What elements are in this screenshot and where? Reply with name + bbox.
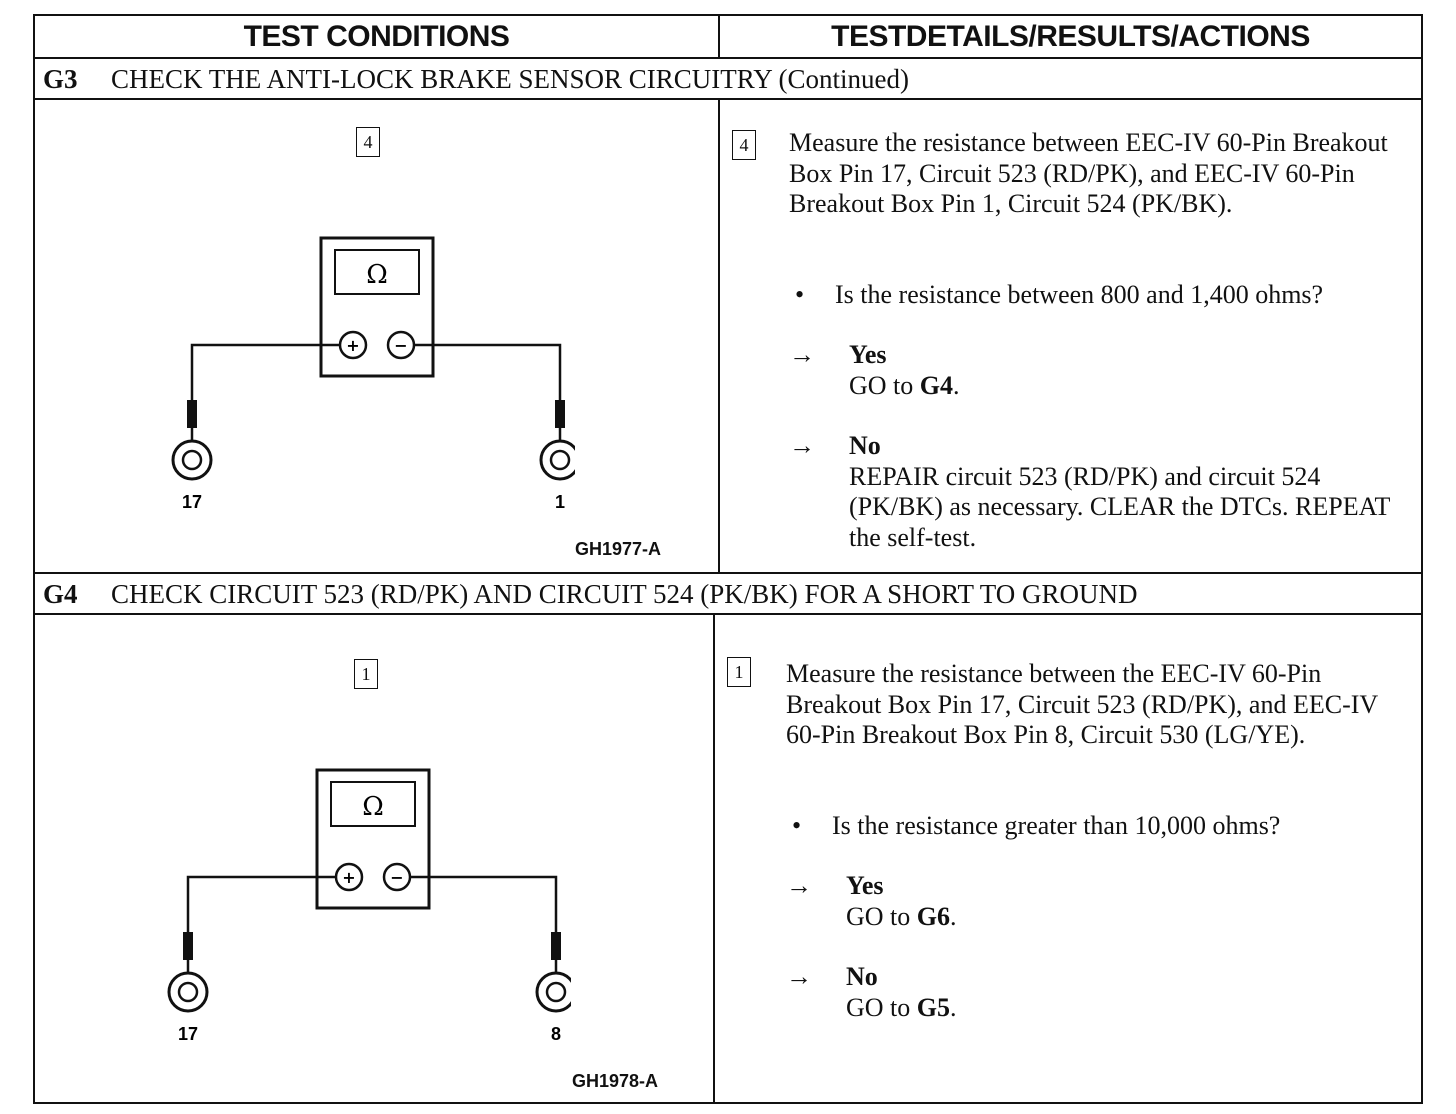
bullet: • — [795, 280, 805, 309]
ohm-symbol: Ω — [362, 792, 384, 822]
left-probe — [183, 932, 193, 960]
question-row: • Is the resistance greater than 10,000 … — [786, 811, 1280, 842]
step-instruction: Measure the resistance between EEC-IV 60… — [789, 128, 1388, 218]
outcome-action: GO to G4. — [849, 370, 960, 400]
plus-symbol: + — [346, 336, 359, 355]
right-probe — [555, 400, 565, 428]
outcome-yes: → Yes GO to G6. — [786, 871, 1406, 932]
question-text: Is the resistance greater than 10,000 oh… — [832, 811, 1281, 840]
section-title: CHECK THE ANTI-LOCK BRAKE SENSOR CIRCUIT… — [111, 63, 910, 94]
outcome-label: No — [849, 431, 881, 460]
outcome-label: Yes — [846, 871, 884, 900]
section-header-g4: G4 CHECK CIRCUIT 523 (RD/PK) AND CIRCUIT… — [35, 574, 1421, 614]
step-number-box: 1 — [354, 659, 378, 689]
ohmmeter-diagram: Ω + − 17 8 — [167, 768, 571, 1044]
outcome-action: REPAIR circuit 523 (RD/PK) and circuit 5… — [849, 461, 1390, 552]
outcome-label: Yes — [849, 340, 887, 369]
section-header-g3: G3 CHECK THE ANTI-LOCK BRAKE SENSOR CIRC… — [35, 59, 1421, 99]
right-probe — [551, 932, 561, 960]
outcome-no: → No GO to G5. — [786, 962, 1406, 1023]
divider — [718, 16, 720, 58]
question-row: • Is the resistance between 800 and 1,40… — [789, 280, 1323, 311]
ohmmeter-diagram: Ω + − 17 1 — [171, 236, 575, 512]
outcome-label: No — [846, 962, 878, 991]
minus-symbol: − — [390, 868, 403, 887]
right-pin-label: 8 — [551, 1024, 561, 1044]
outcome-no: → No REPAIR circuit 523 (RD/PK) and circ… — [789, 431, 1409, 553]
arrow-icon: → — [789, 431, 815, 460]
divider — [35, 572, 1421, 574]
right-lead-wire — [410, 875, 558, 933]
step-number: 4 — [363, 131, 373, 152]
divider — [35, 57, 1421, 59]
figure-id: GH1978-A — [572, 1071, 659, 1091]
step-number: 4 — [739, 134, 749, 155]
meter-display — [334, 249, 420, 295]
ohm-symbol: Ω — [366, 260, 388, 290]
figure-id: GH1977-A — [575, 539, 662, 559]
divider — [713, 613, 715, 1102]
step-number-box: 1 — [727, 657, 751, 687]
right-lead-wire — [414, 343, 562, 401]
outcome-action: GO to G5. — [846, 992, 957, 1022]
section-id: G3 — [43, 63, 78, 94]
step-number: 1 — [734, 661, 744, 682]
column-header-test-details: TESTDETAILS/RESULTS/ACTIONS — [831, 20, 1310, 53]
outcome-yes: → Yes GO to G4. — [789, 340, 1409, 401]
bullet: • — [792, 811, 802, 840]
step-instruction: Measure the resistance between the EEC-I… — [786, 659, 1378, 749]
arrow-icon: → — [789, 340, 815, 369]
divider — [35, 613, 1421, 615]
left-probe — [187, 400, 197, 428]
divider — [35, 98, 1421, 100]
section-id: G4 — [43, 578, 78, 609]
outcome-action: GO to G6. — [846, 901, 957, 931]
step-number-box: 4 — [356, 127, 380, 157]
right-pin-label: 1 — [555, 492, 565, 512]
step-number: 1 — [361, 663, 371, 684]
left-lead-wire — [186, 875, 336, 933]
step-number-box: 4 — [732, 130, 756, 160]
minus-symbol: − — [394, 336, 407, 355]
diagnostic-table: TEST CONDITIONS TESTDETAILS/RESULTS/ACTI… — [33, 14, 1423, 1104]
arrow-icon: → — [786, 871, 812, 900]
column-header-test-conditions: TEST CONDITIONS — [243, 20, 510, 53]
section-title: CHECK CIRCUIT 523 (RD/PK) AND CIRCUIT 52… — [111, 578, 1138, 609]
left-pin-label: 17 — [182, 492, 202, 512]
divider — [718, 98, 720, 574]
meter-display — [330, 781, 416, 827]
left-pin-label: 17 — [178, 1024, 198, 1044]
arrow-icon: → — [786, 962, 812, 991]
plus-symbol: + — [342, 868, 355, 887]
left-lead-wire — [190, 343, 340, 401]
question-text: Is the resistance between 800 and 1,400 … — [835, 280, 1324, 309]
